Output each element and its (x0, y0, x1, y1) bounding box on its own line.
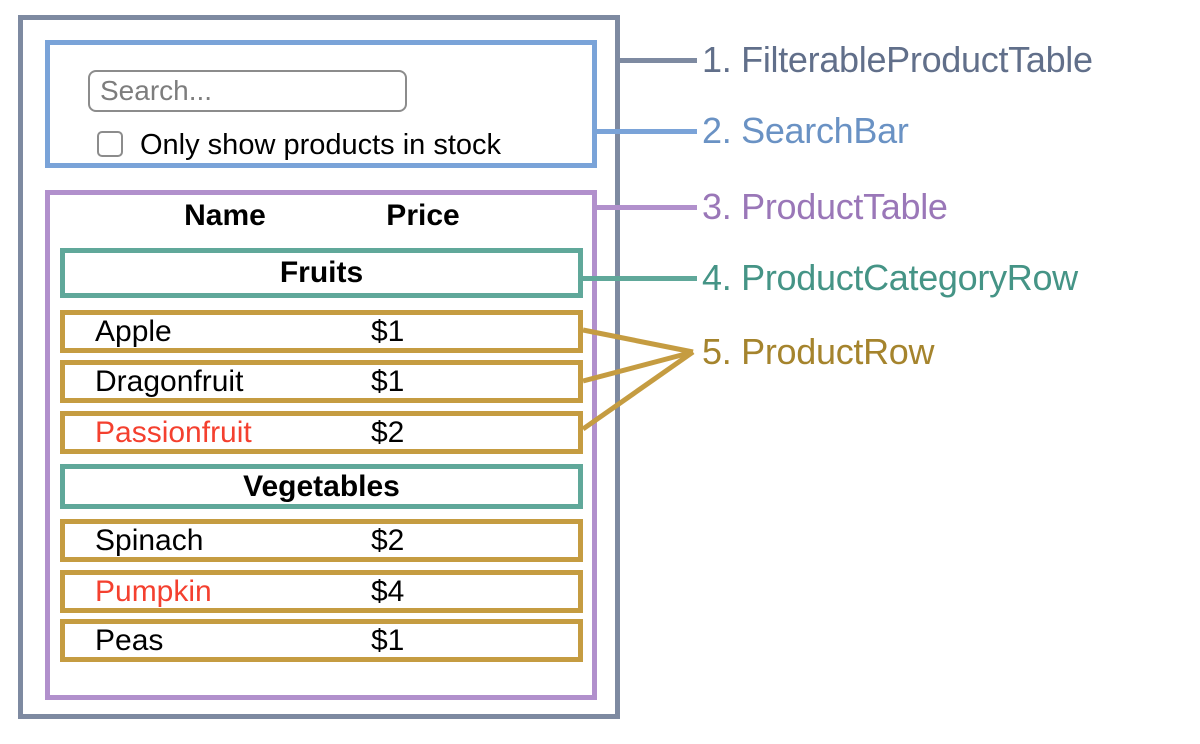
category-row-vegetables: Vegetables (60, 464, 583, 509)
product-row: Pumpkin $4 (60, 570, 583, 613)
product-price: $4 (371, 574, 405, 608)
product-price: $1 (371, 364, 405, 398)
product-name-out-of-stock: Passionfruit (95, 415, 252, 449)
category-row-fruits: Fruits (60, 248, 583, 298)
connector-product-category-row (580, 276, 697, 281)
search-input[interactable] (88, 70, 407, 112)
product-price: $1 (371, 623, 405, 657)
label-product-row: 5. ProductRow (702, 331, 935, 372)
label-product-category-row: 4. ProductCategoryRow (702, 257, 1078, 298)
column-header-price: Price (386, 199, 460, 232)
product-row: Passionfruit $2 (60, 411, 583, 454)
column-header-name: Name (184, 199, 266, 232)
in-stock-checkbox[interactable] (97, 131, 123, 157)
product-name: Dragonfruit (95, 364, 244, 398)
connector-search-bar (594, 129, 697, 134)
product-row: Dragonfruit $1 (60, 360, 583, 403)
product-price: $2 (371, 415, 405, 449)
connector-filterable-product-table (617, 58, 697, 63)
label-filterable-product-table: 1. FilterableProductTable (702, 39, 1093, 80)
product-row: Spinach $2 (60, 519, 583, 562)
product-name: Peas (95, 623, 164, 657)
label-product-table: 3. ProductTable (702, 186, 948, 227)
product-name: Apple (95, 314, 172, 348)
product-name: Spinach (95, 523, 204, 557)
label-search-bar: 2. SearchBar (702, 110, 909, 151)
product-row: Apple $1 (60, 310, 583, 353)
product-name-out-of-stock: Pumpkin (95, 574, 212, 608)
connector-product-table (594, 205, 697, 210)
product-row: Peas $1 (60, 619, 583, 662)
product-price: $1 (371, 314, 405, 348)
in-stock-checkbox-label: Only show products in stock (140, 129, 502, 161)
product-price: $2 (371, 523, 405, 557)
